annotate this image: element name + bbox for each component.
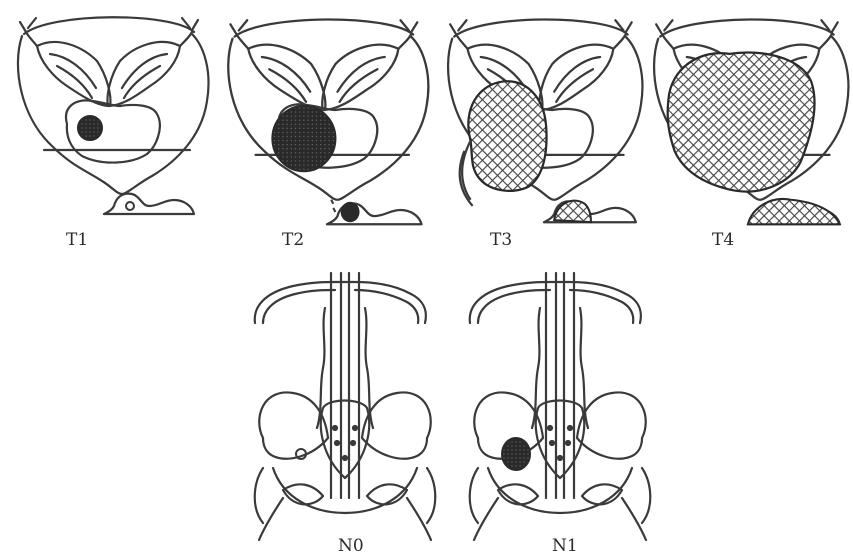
t3-bladder-figure	[448, 19, 642, 222]
t3-tumor	[468, 81, 546, 191]
n0-nodes-figure	[255, 273, 436, 540]
stage-label-t1: T1	[66, 232, 88, 249]
n1-nodes-figure	[470, 273, 651, 540]
stage-label-n1: N1	[552, 538, 578, 555]
stage-label-n0: N0	[338, 538, 364, 555]
stage-label-t2: T2	[282, 232, 304, 249]
t2-bladder-figure	[228, 19, 428, 224]
n1-node-mass	[502, 438, 530, 470]
t4-tumor	[668, 52, 815, 191]
t1-tumor	[78, 116, 102, 140]
t1-bladder-figure	[18, 17, 209, 214]
stage-label-t3: T3	[490, 232, 512, 249]
stage-label-t4: T4	[712, 232, 734, 249]
t2-tumor	[272, 106, 335, 171]
t4-bladder-figure	[654, 19, 848, 224]
